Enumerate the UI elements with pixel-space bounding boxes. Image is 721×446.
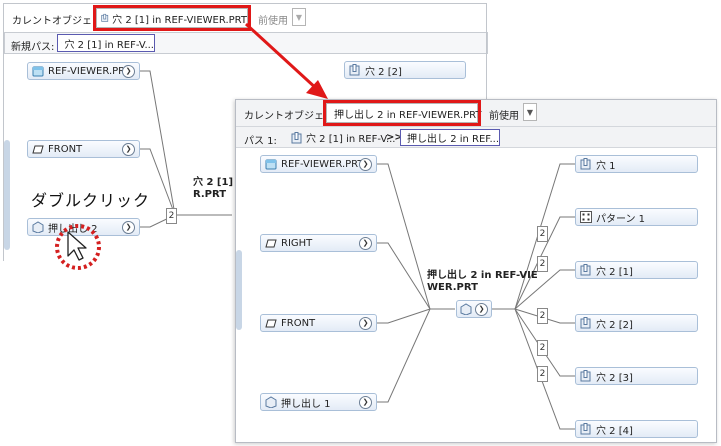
- front-prev-use-button[interactable]: 前使用: [489, 111, 519, 122]
- hole-feature-icon: [101, 13, 109, 22]
- back-prev-dropdown-chevron-icon[interactable]: ▼: [292, 8, 306, 26]
- front-node-label: 押し出し 1: [281, 398, 331, 410]
- front-count-badge: 2: [537, 366, 548, 382]
- back-node-ana22[interactable]: 穴 2 [2]: [344, 61, 466, 79]
- front-node-label: 穴 1: [596, 160, 616, 172]
- back-node-ref-viewer-label: REF-VIEWER.PRT: [48, 65, 131, 77]
- front-node-label: 穴 2 [1]: [596, 266, 633, 278]
- front-center-label-line2: WER.PRT: [427, 282, 478, 293]
- front-side-tab[interactable]: [236, 250, 242, 330]
- front-node-ana23[interactable]: 穴 2 [3]: [575, 367, 698, 385]
- front-node-label: 穴 2 [2]: [596, 319, 633, 331]
- part-icon: [265, 159, 277, 170]
- front-center-label: 押し出し 2 in REF-VIE WER.PRT: [427, 270, 538, 294]
- back-center-label: 穴 2 [1] in R.PRT: [193, 177, 247, 201]
- back-current-object-text: 穴 2 [1] in REF-VIEWER.PRT: [112, 14, 247, 26]
- front-node-label: RIGHT: [281, 237, 313, 249]
- front-path-item-1[interactable]: 穴 2 [1] in REF-V...: [291, 130, 396, 145]
- front-node-label: 穴 2 [3]: [596, 372, 633, 384]
- back-node-front-label: FRONT: [48, 143, 83, 155]
- expand-chevron-icon[interactable]: ❯: [122, 221, 135, 234]
- front-node-pattern1[interactable]: パターン 1: [575, 208, 698, 226]
- front-current-object-label: カレントオブジェクト:: [244, 111, 348, 122]
- back-path-bar: 新規パス: 穴 2 [1] in REF-V...: [4, 32, 488, 54]
- expand-chevron-icon[interactable]: ❯: [359, 317, 372, 330]
- back-center-label-line2: R.PRT: [193, 189, 227, 200]
- hole-feature-icon: [580, 158, 591, 170]
- datum-plane-icon: [265, 239, 277, 248]
- hole-feature-icon: [580, 317, 591, 329]
- expand-chevron-icon[interactable]: ❯: [359, 158, 372, 171]
- front-node-oshidashi1[interactable]: 押し出し 1 ❯: [260, 393, 377, 411]
- front-count-badge: 2: [537, 340, 548, 356]
- back-node-ana22-label: 穴 2 [2]: [365, 66, 402, 78]
- hole-feature-icon: [349, 64, 360, 76]
- double-click-annotation: ダブルクリック: [29, 186, 153, 212]
- back-current-object-label: カレントオブジェクト:: [12, 16, 116, 27]
- extrude-feature-icon: [460, 303, 472, 315]
- front-node-ana21[interactable]: 穴 2 [1]: [575, 261, 698, 279]
- hole-feature-icon: [580, 370, 591, 382]
- back-node-front[interactable]: FRONT ❯: [27, 140, 140, 158]
- front-current-object-field[interactable]: 押し出し 2 in REF-VIEWER.PRT: [323, 100, 482, 126]
- datum-plane-icon: [265, 319, 277, 328]
- front-path-item-1-text: 穴 2 [1] in REF-V...: [306, 134, 396, 145]
- hole-feature-icon: [580, 423, 591, 435]
- expand-chevron-icon[interactable]: ❯: [359, 396, 372, 409]
- front-center-node[interactable]: ❯: [456, 300, 492, 318]
- front-path-label: パス 1:: [244, 136, 277, 147]
- expand-chevron-icon[interactable]: ❯: [475, 303, 488, 316]
- front-center-label-line1: 押し出し 2 in REF-VIE: [427, 270, 538, 281]
- front-node-front[interactable]: FRONT ❯: [260, 314, 377, 332]
- front-header-bar: カレントオブジェクト: 押し出し 2 in REF-VIEWER.PRT 前使用…: [236, 100, 716, 126]
- front-path-bar: パス 1: 穴 2 [1] in REF-V... >> 押し出し 2 in R…: [236, 126, 716, 148]
- extrude-feature-icon: [265, 396, 277, 408]
- front-count-badge: 2: [537, 256, 548, 272]
- front-current-object-text: 押し出し 2 in REF-VIEWER.PRT: [334, 109, 482, 121]
- back-new-path-label: 新規パス:: [11, 42, 55, 53]
- part-icon: [32, 66, 44, 77]
- front-path-item-2-text: 押し出し 2 in REF...: [407, 134, 499, 145]
- datum-plane-icon: [32, 145, 44, 154]
- expand-chevron-icon[interactable]: ❯: [122, 143, 135, 156]
- front-path-item-2[interactable]: 押し出し 2 in REF...: [400, 129, 500, 146]
- front-node-ana22[interactable]: 穴 2 [2]: [575, 314, 698, 332]
- back-path-text: 穴 2 [1] in REF-V...: [64, 39, 155, 51]
- back-node-ref-viewer[interactable]: REF-VIEWER.PRT ❯: [27, 62, 140, 80]
- hole-feature-icon: [61, 42, 62, 44]
- front-count-badge: 2: [537, 308, 548, 324]
- hole-feature-icon: [291, 131, 302, 143]
- hole-feature-icon: [580, 264, 591, 276]
- front-path-separator: >>: [386, 132, 403, 143]
- back-node-oshidashi-label: 押し出し 2: [48, 223, 98, 235]
- front-node-label: 穴 2 [4]: [596, 425, 633, 437]
- expand-chevron-icon[interactable]: ❯: [122, 65, 135, 78]
- front-node-right[interactable]: RIGHT ❯: [260, 234, 377, 252]
- back-header-bar: カレントオブジェクト: 穴 2 [1] in REF-VIEWER.PRT 前使…: [4, 4, 486, 31]
- front-count-badge: 2: [537, 226, 548, 242]
- back-prev-use-button[interactable]: 前使用: [258, 16, 288, 27]
- front-node-label: パターン 1: [596, 213, 646, 225]
- extrude-feature-icon: [32, 221, 44, 233]
- front-node-ana1[interactable]: 穴 1: [575, 155, 698, 173]
- expand-chevron-icon[interactable]: ❯: [359, 237, 372, 250]
- back-current-object-field[interactable]: 穴 2 [1] in REF-VIEWER.PRT: [93, 5, 251, 31]
- back-center-label-line1: 穴 2 [1] in: [193, 177, 248, 188]
- front-node-ref-viewer[interactable]: REF-VIEWER.PRT ❯: [260, 155, 377, 173]
- pattern-icon: [580, 211, 592, 223]
- front-node-label: REF-VIEWER.PRT: [281, 158, 364, 170]
- back-count-badge: 2: [166, 208, 177, 224]
- front-node-ana24[interactable]: 穴 2 [4]: [575, 420, 698, 438]
- back-side-tab[interactable]: [4, 140, 10, 250]
- back-path-item[interactable]: 穴 2 [1] in REF-V...: [57, 34, 155, 52]
- front-node-label: FRONT: [281, 317, 316, 329]
- front-prev-dropdown-chevron-icon[interactable]: ▼: [523, 103, 537, 121]
